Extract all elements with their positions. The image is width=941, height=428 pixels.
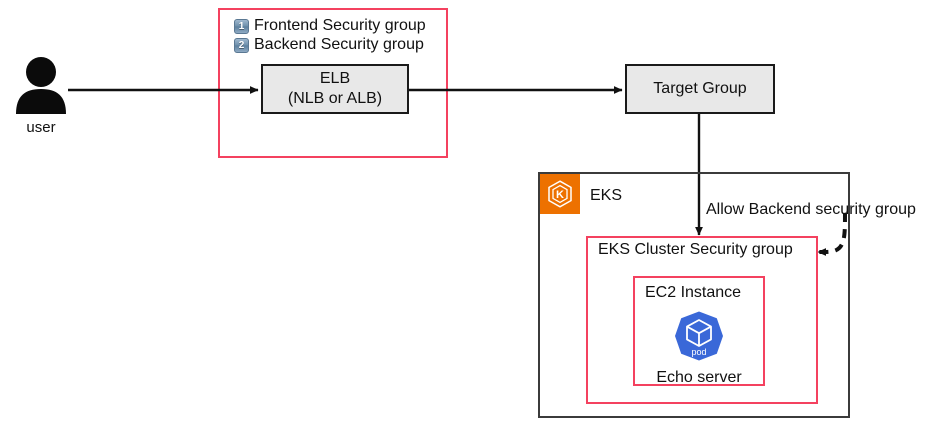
legend-item-frontend-security-group: 1 Frontend Security group — [234, 16, 426, 37]
pod-icon-caption: pod — [691, 347, 706, 357]
allow-rule-annotation: Allow Backend security group — [706, 201, 916, 218]
badge-number-2: 2 — [234, 37, 249, 53]
kubernetes-pod-icon: pod — [675, 311, 723, 361]
legend-label-frontend: Frontend Security group — [254, 17, 426, 34]
echo-server-node: pod Echo server — [633, 310, 765, 389]
elb-title: ELB — [319, 70, 351, 87]
legend-label-backend: Backend Security group — [254, 36, 424, 53]
eks-boundary — [538, 172, 850, 418]
user-actor: user — [6, 56, 76, 136]
eks-cluster-security-group-label: EKS Cluster Security group — [598, 241, 793, 258]
eks-icon: K — [540, 174, 580, 214]
arrow-allow-backend-security-group — [817, 212, 847, 256]
elb-subtitle: (NLB or ALB) — [287, 90, 383, 107]
target-group-label: Target Group — [653, 80, 747, 97]
frontend-security-group-boundary — [218, 8, 448, 158]
user-icon — [16, 57, 66, 114]
elb-node: ELB (NLB or ALB) — [261, 64, 409, 114]
ec2-instance-label: EC2 Instance — [645, 284, 742, 301]
eks-cluster-security-group-boundary — [586, 236, 818, 404]
echo-server-label: Echo server — [656, 369, 742, 386]
user-caption: user — [26, 119, 56, 136]
ec2-instance-boundary — [633, 276, 765, 386]
badge-number-1: 1 — [234, 18, 249, 34]
svg-text:K: K — [556, 189, 564, 201]
eks-label: EKS — [590, 187, 623, 204]
eks-glyph: K — [548, 180, 572, 208]
target-group-node: Target Group — [625, 64, 775, 114]
legend-item-backend-security-group: 2 Backend Security group — [234, 35, 424, 56]
